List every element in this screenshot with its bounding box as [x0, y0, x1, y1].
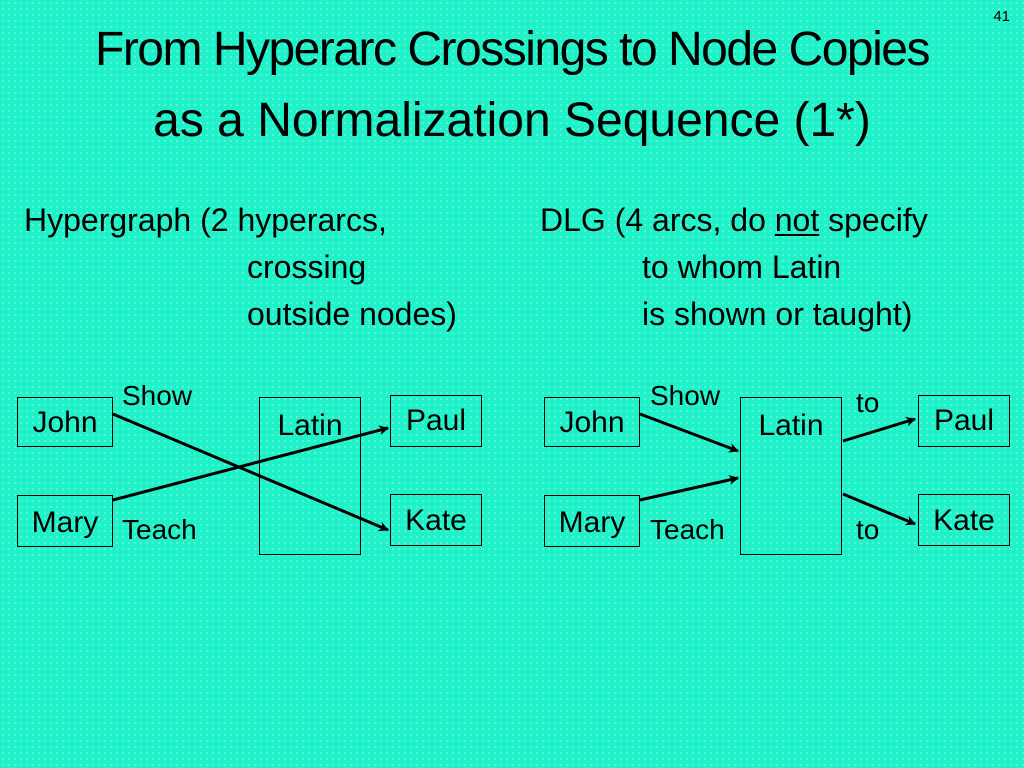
right-caption-line-2: to whom Latin	[642, 249, 842, 285]
right-caption-emphasis: not	[774, 202, 820, 238]
right-label-to-bottom: to	[856, 514, 880, 545]
left-node-mary: Mary	[17, 495, 113, 547]
right-node-mary: Mary	[544, 495, 640, 547]
right-node-latin: Latin	[740, 397, 842, 555]
slide-title-line-1: From Hyperarc Crossings to Node Copies	[95, 23, 930, 76]
left-caption-line-1: Hypergraph (2 hyperarcs,	[24, 202, 387, 238]
left-caption-line-2: crossing	[247, 249, 367, 285]
right-arrow-teach-mary-to-latin	[639, 475, 739, 502]
left-node-kate: Kate	[390, 494, 482, 546]
left-arrow-teach-mary-to-paul	[112, 425, 389, 502]
right-node-kate: Kate	[918, 494, 1010, 546]
left-node-paul: Paul	[390, 395, 482, 447]
right-label-to-top: to	[856, 387, 880, 418]
right-node-john: John	[544, 397, 640, 447]
left-node-latin: Latin	[259, 397, 361, 555]
right-caption-line-1: DLG (4 arcs, do not specify	[540, 204, 928, 236]
right-arrow-latin-to-kate	[842, 492, 916, 526]
left-label-show: Show	[122, 380, 193, 411]
slide-number: 41	[993, 8, 1010, 25]
left-caption-line-3: outside nodes)	[247, 296, 457, 332]
right-caption-prefix: DLG (4 arcs, do	[540, 202, 766, 238]
left-arrow-show-john-to-kate	[112, 412, 389, 532]
right-caption-line-3: is shown or taught)	[642, 296, 913, 332]
slide-title-line-2: as a Normalization Sequence (1*)	[153, 94, 871, 147]
right-arrow-show-john-to-latin	[639, 412, 739, 453]
left-node-john: John	[17, 397, 113, 447]
right-label-teach: Teach	[650, 514, 725, 545]
right-caption-suffix: specify	[828, 202, 928, 238]
left-label-teach: Teach	[122, 514, 197, 545]
right-node-paul: Paul	[918, 395, 1010, 447]
right-arrow-latin-to-paul	[842, 416, 916, 443]
right-label-show: Show	[650, 380, 721, 411]
